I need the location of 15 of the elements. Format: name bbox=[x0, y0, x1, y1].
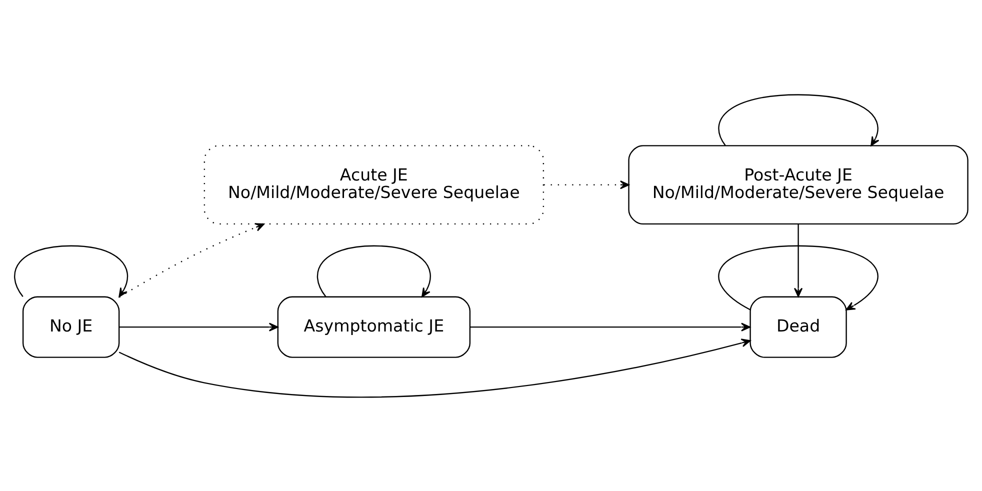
node-box: Acute JE No/Mild/Moderate/Severe Sequelae bbox=[204, 144, 544, 224]
arrow bbox=[118, 338, 751, 398]
node-box: Dead bbox=[750, 296, 847, 358]
arrow bbox=[118, 222, 264, 298]
arrow bbox=[316, 244, 431, 297]
arrow bbox=[718, 94, 880, 146]
node-box: Asymptomatic JE bbox=[277, 296, 471, 358]
arrow bbox=[470, 322, 750, 331]
arrow bbox=[119, 322, 278, 331]
arrow bbox=[794, 224, 803, 297]
arrow bbox=[718, 244, 878, 310]
arrow bbox=[544, 180, 630, 189]
arrow bbox=[14, 244, 128, 297]
node-box: No JE bbox=[22, 296, 120, 358]
node-box: Post-Acute JE No/Mild/Moderate/Severe Sequelae bbox=[628, 144, 968, 224]
